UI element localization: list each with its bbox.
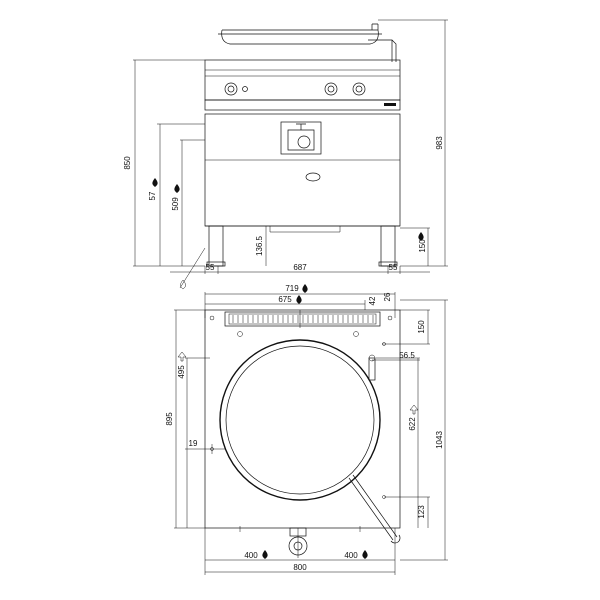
water-drop-icon [296, 295, 302, 304]
top-view: 719 675 42 26 [165, 284, 448, 575]
dim-depth: 895 [165, 412, 174, 426]
leg-right [380, 225, 396, 267]
gas-flame-icon [152, 178, 158, 187]
kettle-pan-outer [219, 339, 381, 501]
water-drop-icon [302, 284, 308, 293]
dim-1043: 1043 [435, 431, 444, 449]
dim-56-5: 56.5 [399, 351, 415, 360]
drain-outlet [305, 172, 321, 182]
dim-622: 622 [408, 417, 417, 431]
dim-19: 19 [189, 439, 198, 448]
control-knob [352, 82, 366, 96]
dim-right-leg-offset: 55 [389, 263, 398, 272]
gas-flame-icon [180, 279, 186, 290]
indicator-light [242, 86, 248, 92]
kettle-body [204, 113, 401, 227]
dim-width: 687 [293, 263, 307, 272]
kettle-pan-inner [225, 345, 375, 495]
kettle-lid [218, 29, 382, 45]
control-knob [324, 82, 338, 96]
dim-total-height: 983 [435, 136, 444, 150]
dim-42: 42 [368, 296, 377, 305]
dim-drain-left: 400 [244, 551, 258, 560]
water-drop-icon [177, 351, 187, 362]
lid-arm [368, 23, 397, 62]
water-drop-icon [418, 232, 424, 241]
dim-water-height: 509 [171, 197, 180, 211]
logo-badge [384, 103, 396, 106]
panel-base-strip [204, 99, 401, 111]
dim-gas-height: 57 [148, 191, 157, 200]
dim-drain-height: 150 [418, 239, 427, 253]
appliance-outline [204, 309, 401, 529]
water-drop-icon [262, 550, 268, 559]
control-strip [224, 311, 381, 327]
water-drop-icon [362, 550, 368, 559]
vent-grille [232, 315, 374, 323]
leg-left [208, 225, 224, 267]
dim-26: 26 [383, 292, 392, 301]
dim-total-width: 800 [293, 563, 307, 572]
lid-handle [348, 474, 401, 544]
water-drop-icon [174, 184, 180, 193]
lid-hinge-rod [368, 357, 376, 381]
dim-foot-height: 136.5 [255, 235, 264, 256]
water-tap [280, 121, 322, 155]
dim-outer-width: 719 [285, 284, 299, 293]
dim-overall-height: 850 [123, 156, 132, 170]
front-view: 850 57 509 136.5 55 687 55 983 [123, 19, 448, 290]
dim-water-depth: 495 [177, 365, 186, 379]
drain-valve [288, 527, 308, 558]
water-drop-icon [409, 404, 419, 415]
dim-left-leg-offset: 55 [206, 263, 215, 272]
dim-drain-right: 400 [344, 551, 358, 560]
control-knob [224, 82, 238, 96]
dim-150: 150 [417, 320, 426, 334]
dim-inner-width: 675 [278, 295, 292, 304]
dim-123: 123 [417, 505, 426, 519]
